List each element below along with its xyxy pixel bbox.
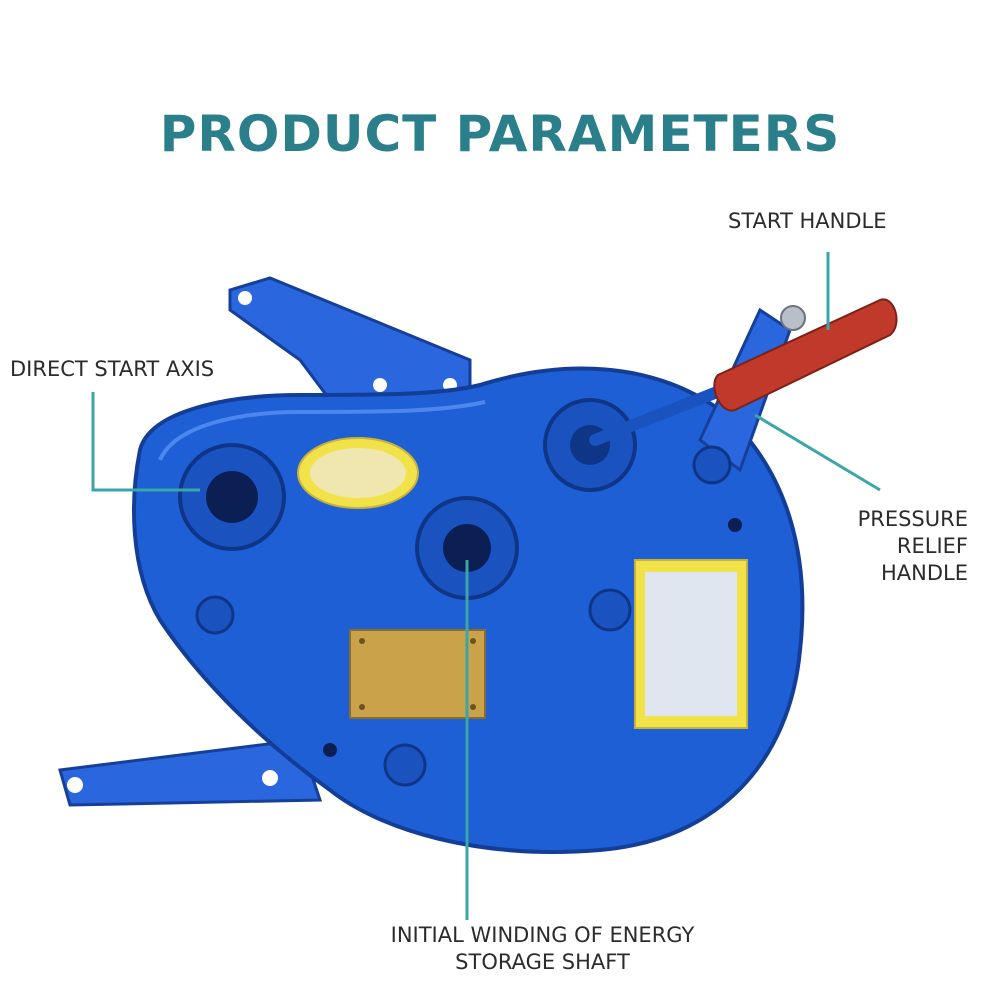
lever-nut xyxy=(780,305,806,331)
plate-screw xyxy=(359,638,365,644)
oval-sticker-inner xyxy=(310,448,406,498)
warning-sticker-inner xyxy=(645,572,737,716)
direct-start-axis-label: DIRECT START AXIS xyxy=(10,357,215,381)
bracket-hole xyxy=(67,777,83,793)
pressure-relief-handle-label: PRESSURE RELIEF HANDLE xyxy=(828,506,968,587)
plate-screw xyxy=(470,638,476,644)
pressure-relief-line-2: RELIEF xyxy=(896,534,968,558)
storage-shaft-bore xyxy=(443,524,491,572)
side-boss xyxy=(195,595,235,635)
leader-direct-start-axis xyxy=(91,392,200,492)
name-plate xyxy=(349,629,486,719)
bracket-hole xyxy=(373,378,387,392)
plate-screw xyxy=(470,704,476,710)
housing-hole xyxy=(728,518,742,532)
leader-pressure-relief xyxy=(754,413,881,492)
energy-storage-shaft-label: INITIAL WINDING OF ENERGY STORAGE SHAFT xyxy=(280,922,805,976)
pressure-relief-line-1: PRESSURE xyxy=(857,507,968,531)
bracket-hole xyxy=(238,291,252,305)
lever-pivot xyxy=(692,445,732,485)
lower-boss xyxy=(383,743,427,787)
start-handle-shaft xyxy=(589,379,741,446)
lower-bracket xyxy=(58,738,323,807)
housing-rim-highlight xyxy=(158,400,486,461)
housing-hole xyxy=(323,743,337,757)
start-handle-grip xyxy=(713,298,898,412)
pressure-relief-line-3: HANDLE xyxy=(880,561,968,585)
start-handle-label: START HANDLE xyxy=(728,209,887,233)
page-title: PRODUCT PARAMETERS xyxy=(159,105,841,163)
energy-shaft-line-2: STORAGE SHAFT xyxy=(455,950,630,974)
bracket-hole xyxy=(262,770,278,786)
plate-screw xyxy=(359,704,365,710)
direct-start-axis-bore xyxy=(206,471,258,523)
energy-shaft-line-1: INITIAL WINDING OF ENERGY xyxy=(390,923,695,947)
upper-bracket xyxy=(228,276,472,402)
center-boss xyxy=(588,588,632,632)
